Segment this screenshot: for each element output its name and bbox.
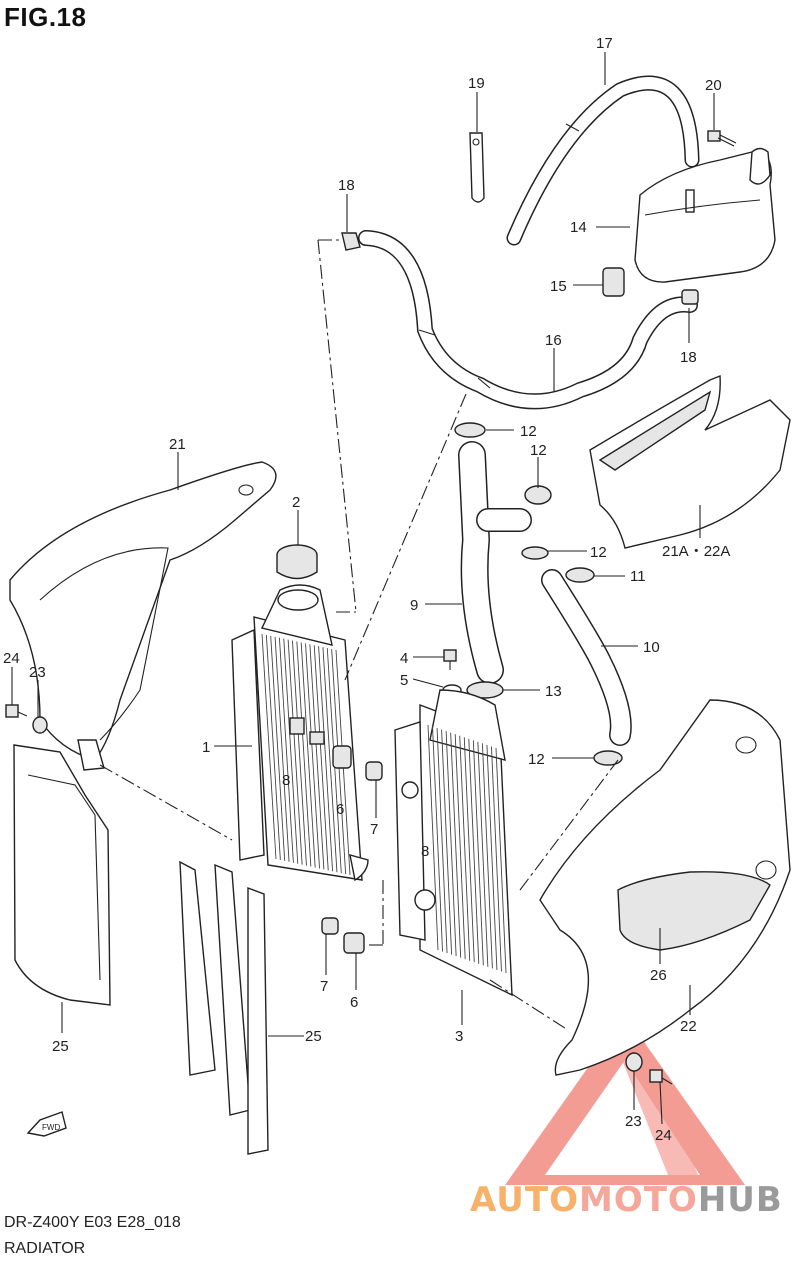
figure-title: FIG.18 [4,2,87,32]
callout-7-upper: 7 [370,821,378,838]
overflow-hose-16 [358,230,698,410]
callout-8-right: 8 [421,843,429,860]
callout-9: 9 [410,597,418,614]
callout-12a: 12 [520,423,537,440]
callout-22: 22 [680,1018,697,1035]
callout-6-lower: 6 [350,994,358,1011]
callout-26: 26 [650,967,667,984]
model-code: DR-Z400Y E03 E28_018 [4,1214,181,1231]
bolt-24-left [5,704,28,718]
callout-labels: 17 19 20 18 14 15 16 18 12 12 21 2 12 11… [3,35,730,1144]
callout-18-lower: 18 [680,349,697,366]
figure-caption: RADIATOR [4,1240,86,1257]
bolt-6-upper [332,745,352,769]
radiator-right-3 [394,689,513,997]
fwd-label: FWD [42,1123,60,1132]
radiator-cap-2 [276,544,318,580]
callout-25-right: 25 [305,1028,322,1045]
callout-19: 19 [468,75,485,92]
clip-18-upper [341,232,361,251]
callout-15: 15 [550,278,567,295]
logo-part-hub: HUB [697,1180,783,1220]
leader-lines [11,52,715,1125]
decal-21a-22a [589,374,791,549]
callout-2: 2 [292,494,300,511]
shroud-22 [539,699,791,1076]
automotohub-logo: AUTOMOTOHUB [470,1180,783,1220]
bolt-7-lower [321,917,339,935]
clamp-12a [454,422,486,438]
louver-25-right [179,860,269,1155]
callout-21a-22a: 21A・22A [662,543,730,560]
clip-19 [469,132,485,203]
callout-20: 20 [705,77,722,94]
callout-5: 5 [400,672,408,689]
callout-14: 14 [570,219,587,236]
callout-6-upper: 6 [336,801,344,818]
radiator-left-1 [231,584,369,882]
bolt-24-right [649,1069,673,1085]
alignment-lines [99,239,619,1031]
logo-part-auto: AUTO [470,1180,579,1220]
callout-24-left: 24 [3,650,20,667]
callout-23-left: 23 [29,664,46,681]
clamp-12b [524,485,552,505]
callout-8-left: 8 [282,772,290,789]
bolt-7-upper [365,761,383,781]
washer-23-left [32,716,48,734]
callout-10: 10 [643,639,660,656]
callout-12c: 12 [590,544,607,561]
callout-7-lower: 7 [320,978,328,995]
callout-1: 1 [202,739,210,756]
clamp-12d [593,750,623,766]
clamp-11 [565,567,595,583]
callout-12d: 12 [528,751,545,768]
callout-21: 21 [169,436,186,453]
callout-23-right: 23 [625,1113,642,1130]
breather-hose-17 [506,75,700,246]
shroud-21 [9,461,277,771]
clip-18-lower [681,289,699,305]
cap-15 [602,267,625,297]
callout-25-left: 25 [52,1038,69,1055]
callout-3: 3 [455,1028,463,1045]
fwd-arrow-icon: FWD [26,1111,67,1137]
callout-18-upper: 18 [338,177,355,194]
reservoir-tank [634,147,776,283]
clamp-12c [521,546,549,560]
bolt-6-lower [343,932,365,954]
callout-12b: 12 [530,442,547,459]
radiator-hose-10 [541,569,632,746]
louver-25-left [13,744,111,1006]
callout-17: 17 [596,35,613,52]
callout-16: 16 [545,332,562,349]
callout-24-right: 24 [655,1127,672,1144]
callout-11: 11 [630,568,646,585]
radiator-hose-9 [458,441,532,684]
logo-part-moto: MOTO [578,1180,698,1220]
callout-4: 4 [400,650,408,667]
callout-13: 13 [545,683,562,700]
bolt-4 [443,649,457,670]
washer-23-right [625,1052,643,1072]
bolt-20 [707,130,737,147]
